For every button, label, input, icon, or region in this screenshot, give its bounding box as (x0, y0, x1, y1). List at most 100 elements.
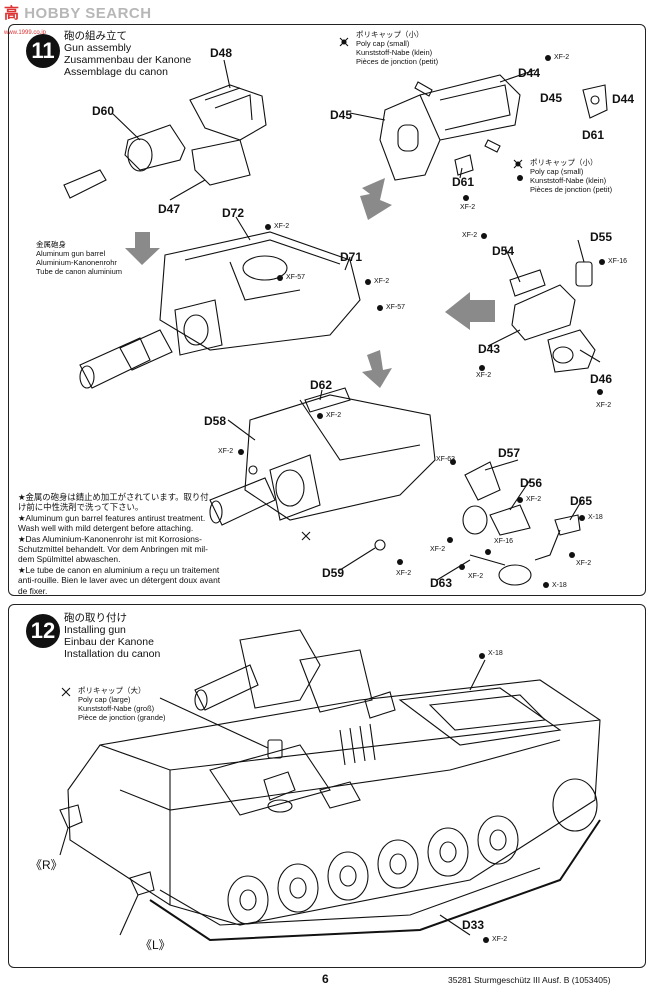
part-label-d45-main: D45 (330, 108, 353, 122)
step-11-title-ja: 砲の組み立て (64, 30, 127, 42)
barrel-label-de: Aluminium-Kanonenrohr (36, 258, 117, 267)
paint-code: XF-2 (460, 204, 476, 211)
step-11-panel (8, 24, 646, 596)
step-11-title-en: Gun assembly (64, 42, 132, 54)
step-11-assembly-drawing (63, 37, 608, 588)
note-line: de fixer. (18, 585, 48, 596)
part-label-d48: D48 (210, 46, 233, 60)
process-arrow-4 (362, 350, 392, 388)
polycap-small-fr: Pièces de jonction (petit) (356, 57, 439, 66)
paint-code: XF-2 (526, 496, 542, 503)
paint-code: XF-2 (274, 223, 290, 230)
polycap-icon-2 (513, 159, 523, 169)
part-label-d47: D47 (158, 202, 181, 216)
polycap-icon-1 (339, 37, 349, 47)
polycap-small-de-2: Kunststoff-Nabe (klein) (530, 176, 607, 185)
gun-housing-shape (159, 231, 361, 351)
part-label-d60: D60 (92, 104, 115, 118)
polycap-small-en: Poly cap (small) (356, 39, 410, 48)
d47-part-shape (191, 139, 251, 186)
step-12-title-de: Einbau der Kanone (64, 636, 154, 648)
paint-code: XF-2 (326, 412, 342, 419)
paint-code: XF-2 (462, 232, 478, 239)
d48-part-shape (189, 84, 267, 141)
aluminum-barrel-label: 金属砲身 Aluminum gun barrel Aluminium-Kanon… (36, 240, 122, 276)
watermark: 高 HOBBY SEARCH (4, 2, 152, 23)
tow-hook-left (129, 871, 155, 896)
road-wheels (227, 815, 519, 925)
step-11-title: 砲の組み立て Gun assembly Zusammenbau der Kano… (64, 30, 191, 78)
gun-barrel-step-12 (194, 664, 259, 711)
polycap-small-ja-2: ポリキャップ（小） (530, 158, 598, 167)
note-line: ★Das Aluminium-Kanonenrohr ist mit Korro… (18, 533, 202, 544)
polycap-small-fr-2: Pièces de jonction (petit) (530, 185, 613, 194)
part-label-d65: D65 (570, 494, 593, 508)
step-12-title-fr: Installation du canon (64, 648, 161, 660)
part-label-d44-main: D44 (518, 66, 541, 80)
watermark-grey-text: HOBBY SEARCH (24, 5, 152, 22)
process-arrows (125, 178, 495, 388)
polycap-small-label-1: ポリキャップ（小） Poly cap (small) Kunststoff-Na… (356, 30, 438, 66)
paint-code: XF-63 (436, 456, 456, 463)
antirust-notes: ★金属の砲身は錆止め加工がされています。取り付 け前に中性洗剤で洗って下さい。 … (18, 492, 220, 596)
part-label-d45-detail: D45 (540, 91, 563, 105)
paint-code: XF-2 (396, 570, 412, 577)
part-label-d55: D55 (590, 230, 613, 244)
note-line: Schutzmittel behandelt. Vor dem Anbringe… (18, 544, 208, 555)
polycap-large-fr: Pièce de jonction (grande) (78, 713, 166, 722)
paint-code: XF-2 (554, 54, 570, 61)
process-arrow-1 (360, 178, 392, 220)
part-label-d59: D59 (322, 566, 345, 580)
paint-code: XF-2 (218, 448, 234, 455)
process-arrow-2 (125, 232, 160, 265)
note-line: anti-rouille. Bien le laver avec un déte… (18, 575, 221, 586)
paint-code: XF-2 (476, 372, 492, 379)
note-line: ★Aluminum gun barrel features antirust t… (18, 512, 206, 523)
step-11-title-de: Zusammenbau der Kanone (64, 54, 192, 66)
barrel-label-ja: 金属砲身 (36, 240, 66, 249)
part-label-d63: D63 (430, 576, 453, 590)
note-line: ★金属の砲身は錆止め加工がされています。取り付 (18, 492, 209, 502)
part-label-d33: D33 (462, 918, 485, 932)
drive-sprocket (552, 778, 598, 832)
step-11-number: 11 (26, 34, 60, 68)
paint-code: X-18 (552, 582, 567, 589)
polycap-icon-3 (301, 531, 311, 541)
step-12-title-en: Installing gun (64, 624, 126, 636)
part-label-d58: D58 (204, 414, 227, 428)
page-number: 6 (322, 972, 329, 986)
part-label-d54: D54 (492, 244, 515, 258)
barrel-tip-shape (63, 169, 107, 199)
paint-code: XF-2 (576, 560, 592, 567)
part-label-d43: D43 (478, 342, 501, 356)
aluminum-barrel-shape (79, 337, 151, 389)
step-12-title-ja: 砲の取り付け (64, 612, 127, 624)
polycap-small-en-2: Poly cap (small) (530, 167, 584, 176)
barrel-label-fr: Tube de canon aluminium (36, 267, 123, 276)
polycap-large-ja: ポリキャップ（大） (78, 686, 146, 695)
polycap-small-label-2: ポリキャップ（小） Poly cap (small) Kunststoff-Na… (530, 158, 612, 194)
watermark-red-text: 高 (4, 5, 20, 22)
paint-code: XF-16 (608, 258, 628, 265)
d60-part-shape (124, 124, 186, 171)
part-label-d46: D46 (590, 372, 613, 386)
paint-code: XF-2 (374, 278, 390, 285)
process-arrow-3 (445, 292, 495, 330)
polycap-small-ja: ポリキャップ（小） (356, 30, 424, 39)
part-label-d61-detail: D61 (582, 128, 605, 142)
paint-code: XF-2 (430, 546, 446, 553)
part-label-d57: D57 (498, 446, 521, 460)
product-footer: 35281 Sturmgeschütz III Ausf. B (1053405… (448, 975, 611, 985)
barrel-label-en: Aluminum gun barrel (36, 249, 106, 258)
left-side-mark: 《L》 (140, 938, 171, 952)
note-line: け前に中性洗剤で洗って下さい。 (18, 502, 144, 513)
polycap-large-de: Kunststoff-Nabe (groß) (78, 704, 155, 713)
note-line: ★Le tube de canon en aluminium a reçu un… (18, 564, 220, 575)
note-line: dem Spülmittel abwaschen. (18, 554, 121, 565)
paint-code: X-18 (488, 650, 503, 657)
part-label-d71: D71 (340, 250, 363, 264)
part-label-d44-detail: D44 (612, 92, 635, 106)
gun-mount-outline (239, 629, 321, 709)
polycap-large-label: ポリキャップ（大） Poly cap (large) Kunststoff-Na… (78, 686, 166, 722)
